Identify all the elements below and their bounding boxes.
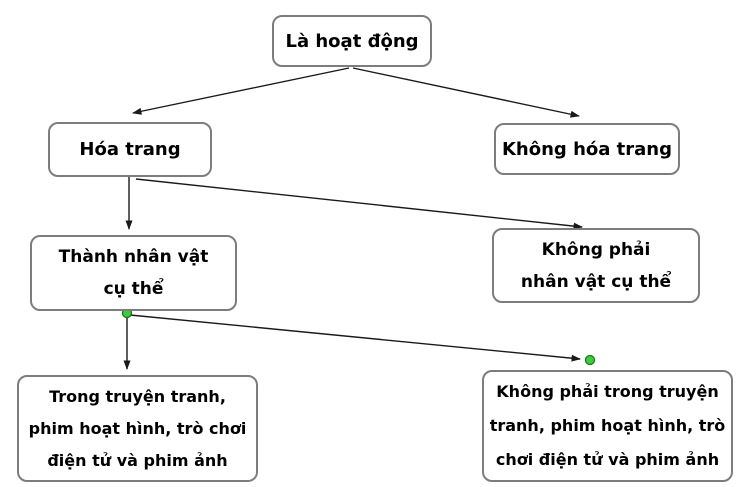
node-khong-phai-trong-truyen-tranh: Không phải trong truyện tranh, phim hoạt… xyxy=(482,370,733,482)
node-label: tranh, phim hoạt hình, trò xyxy=(489,416,726,435)
node-label: Không phải xyxy=(541,239,651,260)
node-label: Hóa trang xyxy=(79,139,181,160)
node-la-hoat-dong: Là hoạt động xyxy=(272,15,432,67)
edge-thanh-nhan-vat-to-khong-phai-trong xyxy=(129,314,581,362)
node-khong-hoa-trang: Không hóa trang xyxy=(494,123,680,175)
edge-la-hoat-dong-to-khong-hoa-trang xyxy=(352,67,580,118)
node-label: phim hoạt hình, trò chơi xyxy=(28,418,247,438)
node-hoa-trang: Hóa trang xyxy=(48,122,212,177)
node-label: Là hoạt động xyxy=(285,30,419,52)
node-label: nhân vật cụ thể xyxy=(520,271,672,292)
edge-hoa-trang-to-khong-phai-nhan-vat xyxy=(135,178,583,230)
node-thanh-nhan-vat-cu-the: Thành nhân vật cụ thể xyxy=(30,235,237,311)
node-label: Không hóa trang xyxy=(501,138,672,160)
node-label: Không phải trong truyện xyxy=(496,382,719,401)
node-label: Trong truyện tranh, xyxy=(49,386,226,406)
node-label: chơi điện tử và phim ảnh xyxy=(495,450,720,469)
node-khong-phai-nhan-vat-cu-the: Không phải nhân vật cụ thể xyxy=(492,228,700,303)
node-label: cụ thể xyxy=(103,279,164,299)
node-label: Thành nhân vật xyxy=(58,247,209,267)
node-label: điện tử và phim ảnh xyxy=(47,450,228,470)
edge-la-hoat-dong-to-hoa-trang xyxy=(132,67,350,115)
node-trong-truyen-tranh: Trong truyện tranh, phim hoạt hình, trò … xyxy=(17,375,258,482)
green-connector-dot-end xyxy=(584,354,596,366)
